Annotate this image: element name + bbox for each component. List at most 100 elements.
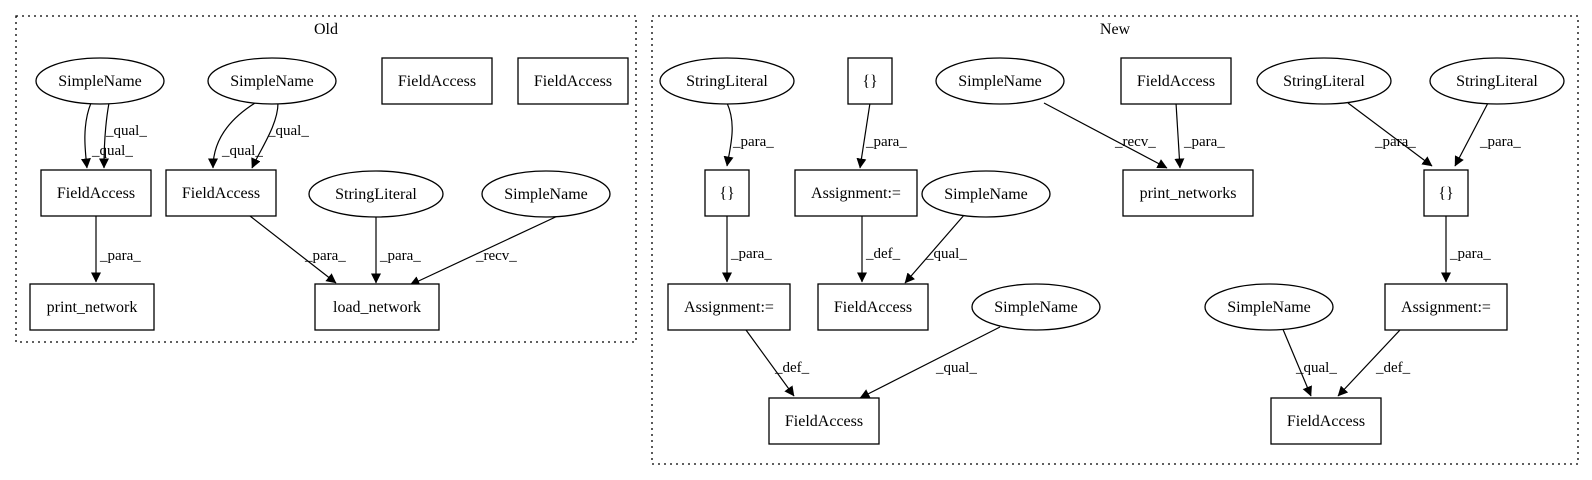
svg-text:SimpleName: SimpleName [230, 73, 314, 90]
svg-text:Assignment:=: Assignment:= [1401, 299, 1491, 316]
svg-text:FieldAccess: FieldAccess [834, 299, 912, 316]
svg-text:FieldAccess: FieldAccess [1137, 73, 1215, 90]
cluster-new-border [651, 15, 1579, 465]
edge-qual [904, 213, 966, 284]
svg-text:FieldAccess: FieldAccess [398, 73, 476, 90]
print-network-node: print_network [29, 283, 155, 331]
edge-qual [1281, 326, 1312, 397]
edge-para [1347, 102, 1433, 167]
svg-text:SimpleName: SimpleName [58, 73, 142, 90]
simple-name-node: SimpleName [921, 170, 1051, 218]
string-literal-node: StringLiteral [1429, 57, 1565, 105]
cluster-new-title: New [1100, 21, 1131, 38]
new-edges: _para_ _para_ _para_ _recv_ _para_ _para… [722, 102, 1521, 399]
svg-text:StringLiteral: StringLiteral [1283, 73, 1365, 90]
edge-label-def: _def_ [1375, 360, 1411, 376]
edge-qual [99, 102, 110, 169]
cluster-old-border [15, 15, 637, 343]
svg-text:{}: {} [719, 185, 734, 202]
svg-text:{}: {} [862, 73, 877, 90]
svg-text:Assignment:=: Assignment:= [811, 185, 901, 202]
edge-label-recv: _recv_ [475, 248, 517, 264]
svg-text:FieldAccess: FieldAccess [785, 413, 863, 430]
edge-label-para: _para_ [865, 134, 907, 150]
edge-label-para: _para_ [1374, 134, 1416, 150]
field-access-node: FieldAccess [40, 169, 152, 217]
assignment-node: Assignment:= [667, 283, 791, 331]
edge-qual [859, 326, 1001, 399]
old-nodes: SimpleName SimpleName FieldAccess FieldA… [29, 57, 629, 331]
edge-para [856, 102, 871, 169]
svg-text:FieldAccess: FieldAccess [1287, 413, 1365, 430]
edge-label-qual: _qual_ [221, 143, 263, 159]
field-access-node: FieldAccess [817, 283, 929, 331]
field-access-node: FieldAccess [381, 57, 493, 105]
simple-name-node: SimpleName [35, 57, 165, 105]
svg-text:print_network: print_network [47, 299, 138, 316]
edge-label-para: _para_ [1449, 246, 1491, 262]
svg-text:SimpleName: SimpleName [504, 186, 588, 203]
braces-node: {} [847, 57, 893, 105]
edge-para [249, 215, 337, 284]
simple-name-node: SimpleName [1204, 283, 1334, 331]
edge-para [1174, 102, 1185, 169]
edge-label-def: _def_ [774, 360, 810, 376]
edge-label-para: _para_ [732, 134, 774, 150]
edge-label-para: _para_ [379, 248, 421, 264]
edge-recv [1043, 102, 1168, 169]
cluster-old: Old [15, 15, 637, 343]
edge-def [1337, 329, 1401, 397]
field-access-node: FieldAccess [768, 397, 880, 445]
svg-text:load_network: load_network [333, 299, 421, 316]
svg-text:print_networks: print_networks [1140, 185, 1237, 202]
old-edges: _qual_ _qual_ _para_ _qual_ _qual_ _para… [80, 102, 563, 286]
print-networks-node: print_networks [1122, 169, 1254, 217]
field-access-node: FieldAccess [1120, 57, 1232, 105]
edge-label-qual: _qual_ [1295, 360, 1337, 376]
string-literal-node: StringLiteral [659, 57, 795, 105]
edge-para [1454, 102, 1489, 167]
assignment-node: Assignment:= [794, 169, 918, 217]
edge-label-para: _para_ [1183, 134, 1225, 150]
edge-label-def: _def_ [865, 246, 901, 262]
simple-name-node: SimpleName [207, 57, 337, 105]
braces-node: {} [704, 169, 750, 217]
simple-name-node: SimpleName [935, 57, 1065, 105]
svg-text:FieldAccess: FieldAccess [57, 185, 135, 202]
edge-qual [251, 102, 279, 169]
svg-text:StringLiteral: StringLiteral [335, 186, 417, 203]
string-literal-node: StringLiteral [1256, 57, 1392, 105]
svg-text:SimpleName: SimpleName [994, 299, 1078, 316]
svg-text:Assignment:=: Assignment:= [684, 299, 774, 316]
edge-label-qual: _qual_ [935, 360, 977, 376]
svg-text:StringLiteral: StringLiteral [686, 73, 768, 90]
field-access-node: FieldAccess [1270, 397, 1382, 445]
edge-recv [409, 213, 563, 286]
svg-text:FieldAccess: FieldAccess [182, 185, 260, 202]
simple-name-node: SimpleName [971, 283, 1101, 331]
edge-label-qual: _qual_ [925, 246, 967, 262]
svg-text:SimpleName: SimpleName [958, 73, 1042, 90]
svg-text:FieldAccess: FieldAccess [534, 73, 612, 90]
simple-name-node: SimpleName [481, 170, 611, 218]
svg-text:SimpleName: SimpleName [1227, 299, 1311, 316]
cluster-old-title: Old [314, 21, 338, 38]
cluster-new: New [651, 15, 1579, 465]
svg-text:StringLiteral: StringLiteral [1456, 73, 1538, 90]
svg-text:{}: {} [1438, 185, 1453, 202]
edge-para [723, 102, 734, 167]
assignment-node: Assignment:= [1384, 283, 1508, 331]
edge-qual [80, 102, 92, 169]
load-network-node: load_network [314, 283, 440, 331]
new-nodes: StringLiteral {} SimpleName FieldAccess … [659, 57, 1565, 445]
edge-label-para: _para_ [730, 246, 772, 262]
edge-qual [208, 102, 256, 169]
svg-text:SimpleName: SimpleName [944, 186, 1028, 203]
field-access-node: FieldAccess [165, 169, 277, 217]
edge-def [745, 329, 795, 397]
edge-label-qual: _qual_ [105, 123, 147, 139]
string-literal-node: StringLiteral [308, 170, 444, 218]
edge-label-recv: _recv_ [1114, 134, 1156, 150]
field-access-node: FieldAccess [517, 57, 629, 105]
